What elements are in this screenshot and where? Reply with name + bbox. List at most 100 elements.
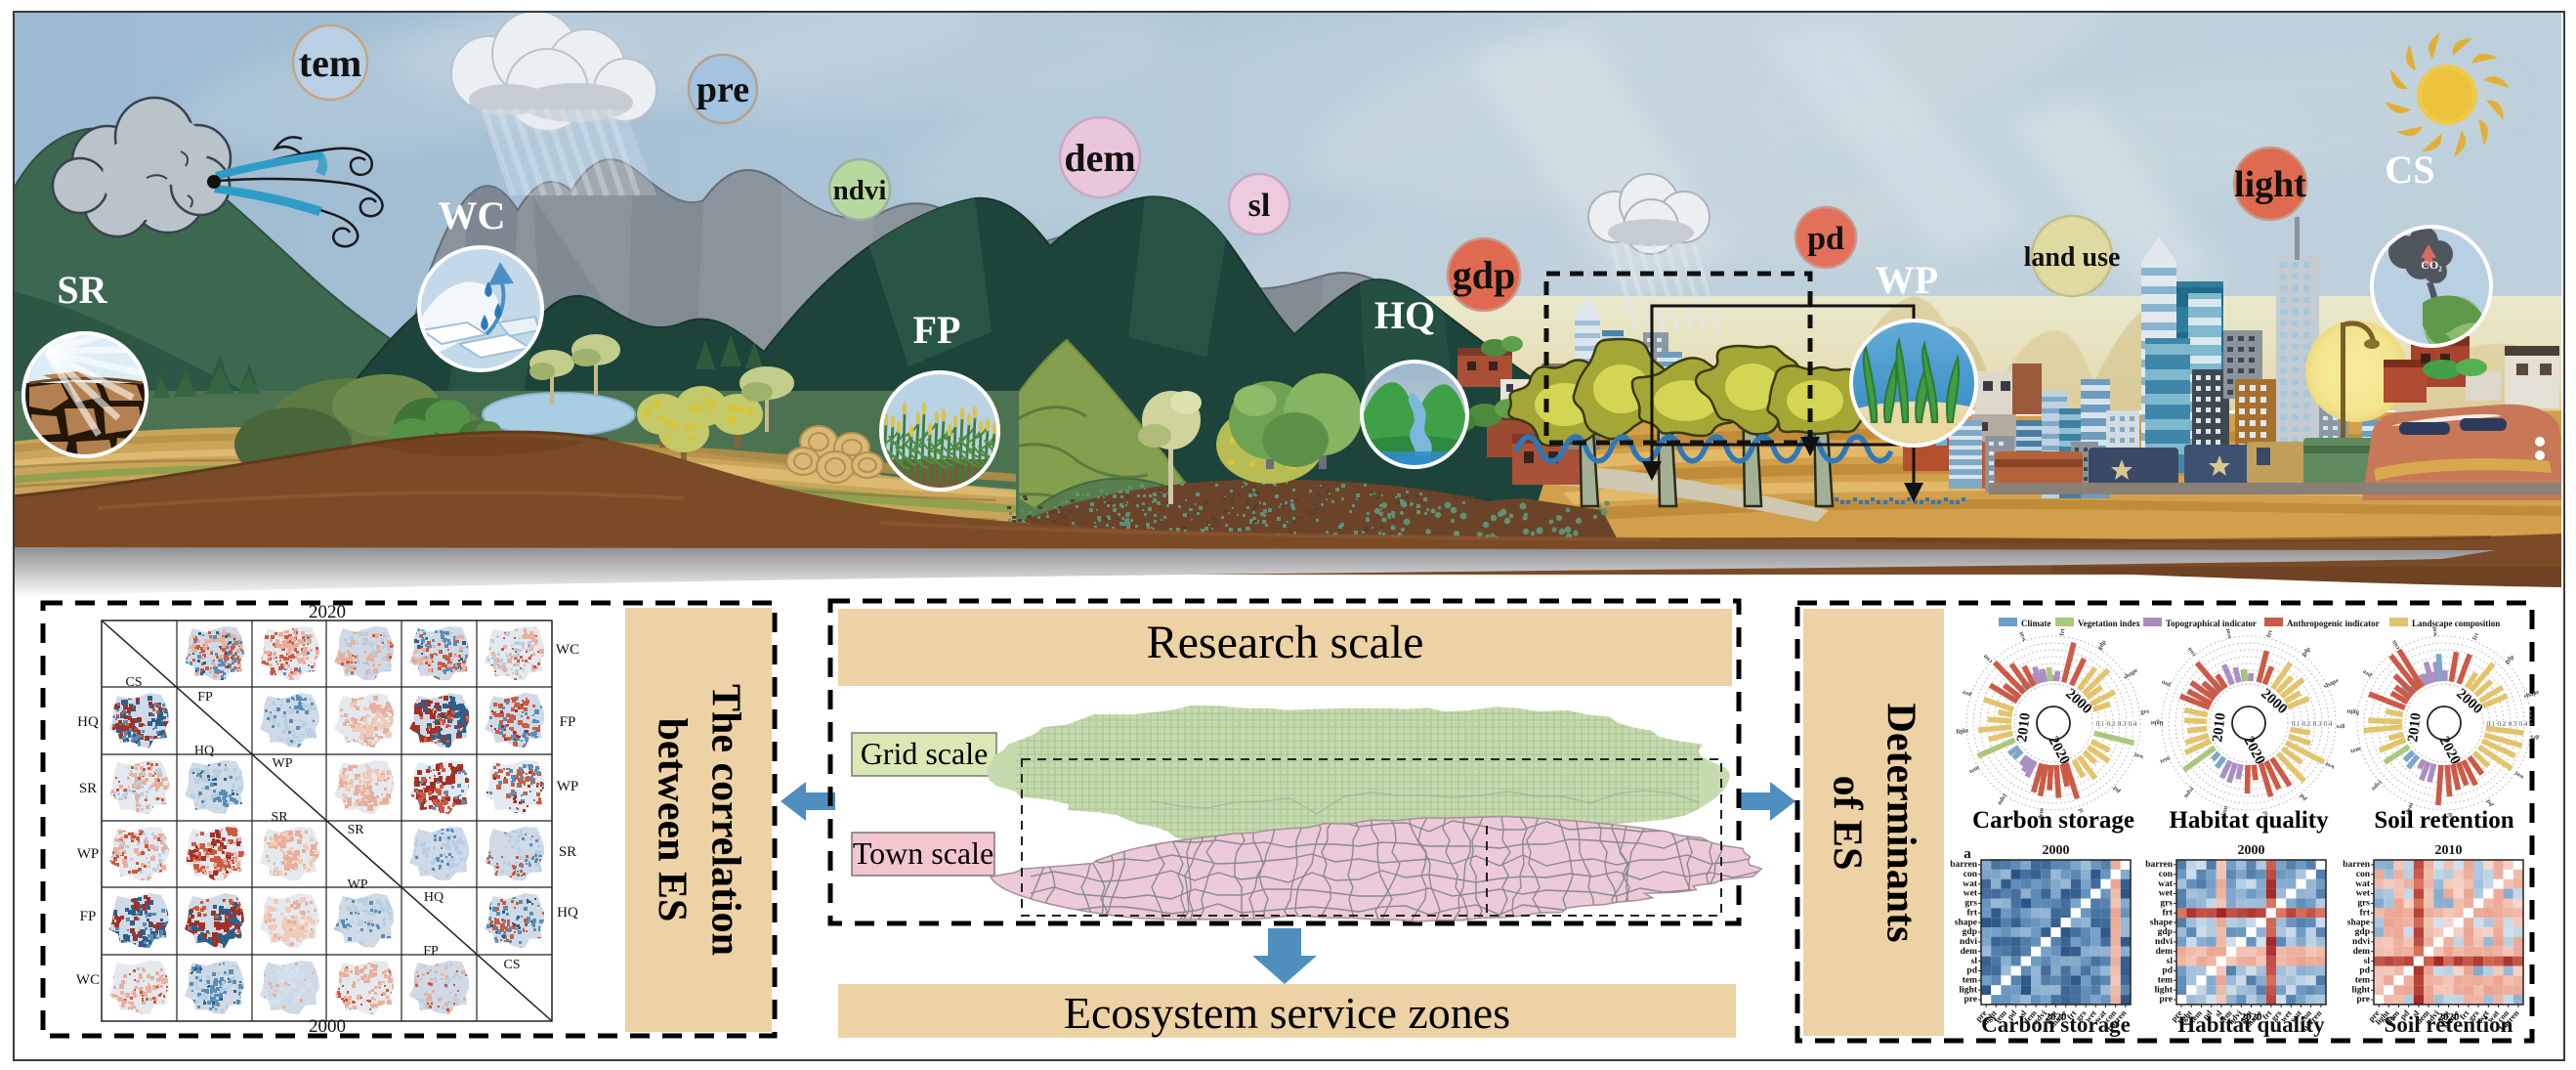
svg-text:HQ: HQ (557, 905, 578, 920)
svg-text:grs: grs (2336, 723, 2344, 730)
svg-text:shape: shape (2150, 918, 2173, 927)
svg-text:Soil retention: Soil retention (2385, 1012, 2513, 1037)
svg-text:barren: barren (2343, 860, 2371, 870)
svg-text:2010: 2010 (2210, 712, 2229, 744)
svg-text:sl: sl (2017, 1007, 2029, 1018)
svg-text:pd: pd (1807, 221, 1844, 257)
svg-text:SR: SR (559, 844, 576, 860)
svg-text:dem: dem (1064, 136, 1135, 180)
svg-text:0.3: 0.3 (2118, 720, 2127, 728)
svg-text:pre: pre (697, 69, 749, 110)
svg-text:0.4: 0.4 (2129, 720, 2137, 728)
svg-text:WC: WC (76, 972, 100, 988)
svg-text:WC: WC (556, 642, 579, 658)
svg-text:dem: dem (2037, 807, 2045, 820)
svg-text:shape: shape (2123, 666, 2139, 680)
svg-text:frt: frt (2471, 631, 2480, 641)
svg-text:wet: wet (1964, 889, 1978, 899)
svg-text:frt: frt (2162, 908, 2173, 918)
svg-text:ndvi: ndvi (2352, 937, 2370, 947)
svg-text:tem: tem (1968, 764, 1981, 776)
svg-text:0.1: 0.1 (2096, 720, 2105, 728)
svg-text:dem: dem (2353, 947, 2371, 957)
svg-text:wet: wet (2159, 889, 2174, 899)
svg-text:tem: tem (2355, 976, 2370, 986)
svg-text:pre: pre (1962, 688, 1972, 698)
svg-text:barren: barren (2145, 860, 2174, 870)
svg-text:wet: wet (2324, 760, 2337, 771)
svg-text:0.4: 0.4 (2324, 720, 2333, 728)
svg-text:dem: dem (1961, 947, 1978, 957)
svg-text:con: con (2159, 870, 2174, 879)
svg-text:sl: sl (1971, 957, 1978, 966)
svg-text:sl: sl (2262, 810, 2270, 816)
svg-text:wat: wat (2355, 879, 2371, 889)
svg-text:grs: grs (1964, 899, 1977, 909)
svg-text:FP: FP (197, 690, 213, 705)
svg-text:gdp: gdp (1963, 927, 1977, 937)
svg-text:WP: WP (348, 877, 368, 892)
svg-text:CS: CS (503, 958, 520, 972)
svg-text:2020: 2020 (2241, 1011, 2263, 1023)
svg-text:wat: wat (2224, 627, 2233, 639)
svg-text:con: con (1982, 653, 1994, 664)
svg-text:grs: grs (2140, 708, 2150, 716)
svg-text:WP: WP (1876, 258, 1938, 302)
svg-text:FP: FP (423, 944, 439, 959)
svg-text:FP: FP (560, 714, 576, 730)
svg-text:sl: sl (2410, 1007, 2422, 1018)
svg-text:FP: FP (913, 308, 961, 352)
svg-text:wat: wat (1963, 879, 1978, 889)
svg-text:land use: land use (2024, 242, 2121, 273)
svg-text:wat: wat (2017, 630, 2027, 643)
svg-text:pre: pre (2361, 668, 2373, 679)
svg-text:wat: wat (2431, 625, 2439, 637)
svg-text:light: light (2345, 707, 2359, 716)
svg-text:WP: WP (557, 779, 579, 794)
svg-text:0.1: 0.1 (2487, 720, 2496, 728)
svg-text:pre: pre (2159, 995, 2173, 1005)
svg-text:con: con (2390, 638, 2401, 650)
svg-text:pd: pd (2162, 966, 2173, 976)
svg-text:tem: tem (2158, 976, 2173, 986)
svg-text:0.3: 0.3 (2313, 720, 2322, 728)
svg-text:SR: SR (271, 810, 288, 825)
svg-text:2010: 2010 (2435, 843, 2463, 858)
svg-text:con: con (2186, 646, 2198, 658)
svg-text:pd: pd (2485, 798, 2495, 808)
svg-text:shape: shape (2523, 689, 2540, 701)
svg-text:FP: FP (80, 909, 97, 924)
svg-text:wet: wet (2513, 769, 2525, 781)
svg-text:pre: pre (2161, 678, 2173, 688)
svg-text:sl: sl (2213, 1007, 2224, 1018)
svg-text:pd: pd (2299, 792, 2308, 802)
svg-text:grs: grs (2357, 899, 2370, 909)
svg-text:SR: SR (347, 823, 364, 837)
svg-text:ndvi: ndvi (1960, 937, 1977, 947)
svg-text:ndvi: ndvi (833, 175, 887, 206)
svg-text:light: light (2155, 985, 2174, 995)
svg-text:barren: barren (1950, 860, 1978, 870)
svg-text:WP: WP (273, 756, 293, 771)
svg-text:light: light (2234, 164, 2306, 205)
svg-text:sl: sl (2364, 957, 2371, 966)
svg-text:pre: pre (2356, 995, 2370, 1005)
svg-text:wat: wat (2158, 879, 2174, 889)
svg-text:grs: grs (2530, 733, 2540, 741)
svg-text:pd: pd (2112, 785, 2122, 794)
svg-text:pre: pre (1964, 995, 1977, 1005)
svg-text:2010: 2010 (2014, 712, 2034, 744)
svg-text:pd: pd (2359, 966, 2370, 976)
svg-text:0.1: 0.1 (2292, 720, 2301, 728)
svg-text:Landscape composition: Landscape composition (2412, 619, 2500, 628)
svg-text:gdp: gdp (1453, 253, 1516, 297)
svg-text:shape: shape (2323, 677, 2340, 690)
svg-text:light: light (1956, 727, 1969, 735)
svg-text:HQ: HQ (194, 744, 214, 758)
svg-text:gdp: gdp (2301, 645, 2312, 658)
svg-text:0.2: 0.2 (2107, 720, 2116, 728)
svg-text:dem: dem (2156, 947, 2174, 957)
svg-text:frt: frt (2265, 628, 2274, 638)
svg-text:gdp: gdp (2158, 927, 2173, 937)
svg-text:dem: dem (2404, 801, 2415, 815)
